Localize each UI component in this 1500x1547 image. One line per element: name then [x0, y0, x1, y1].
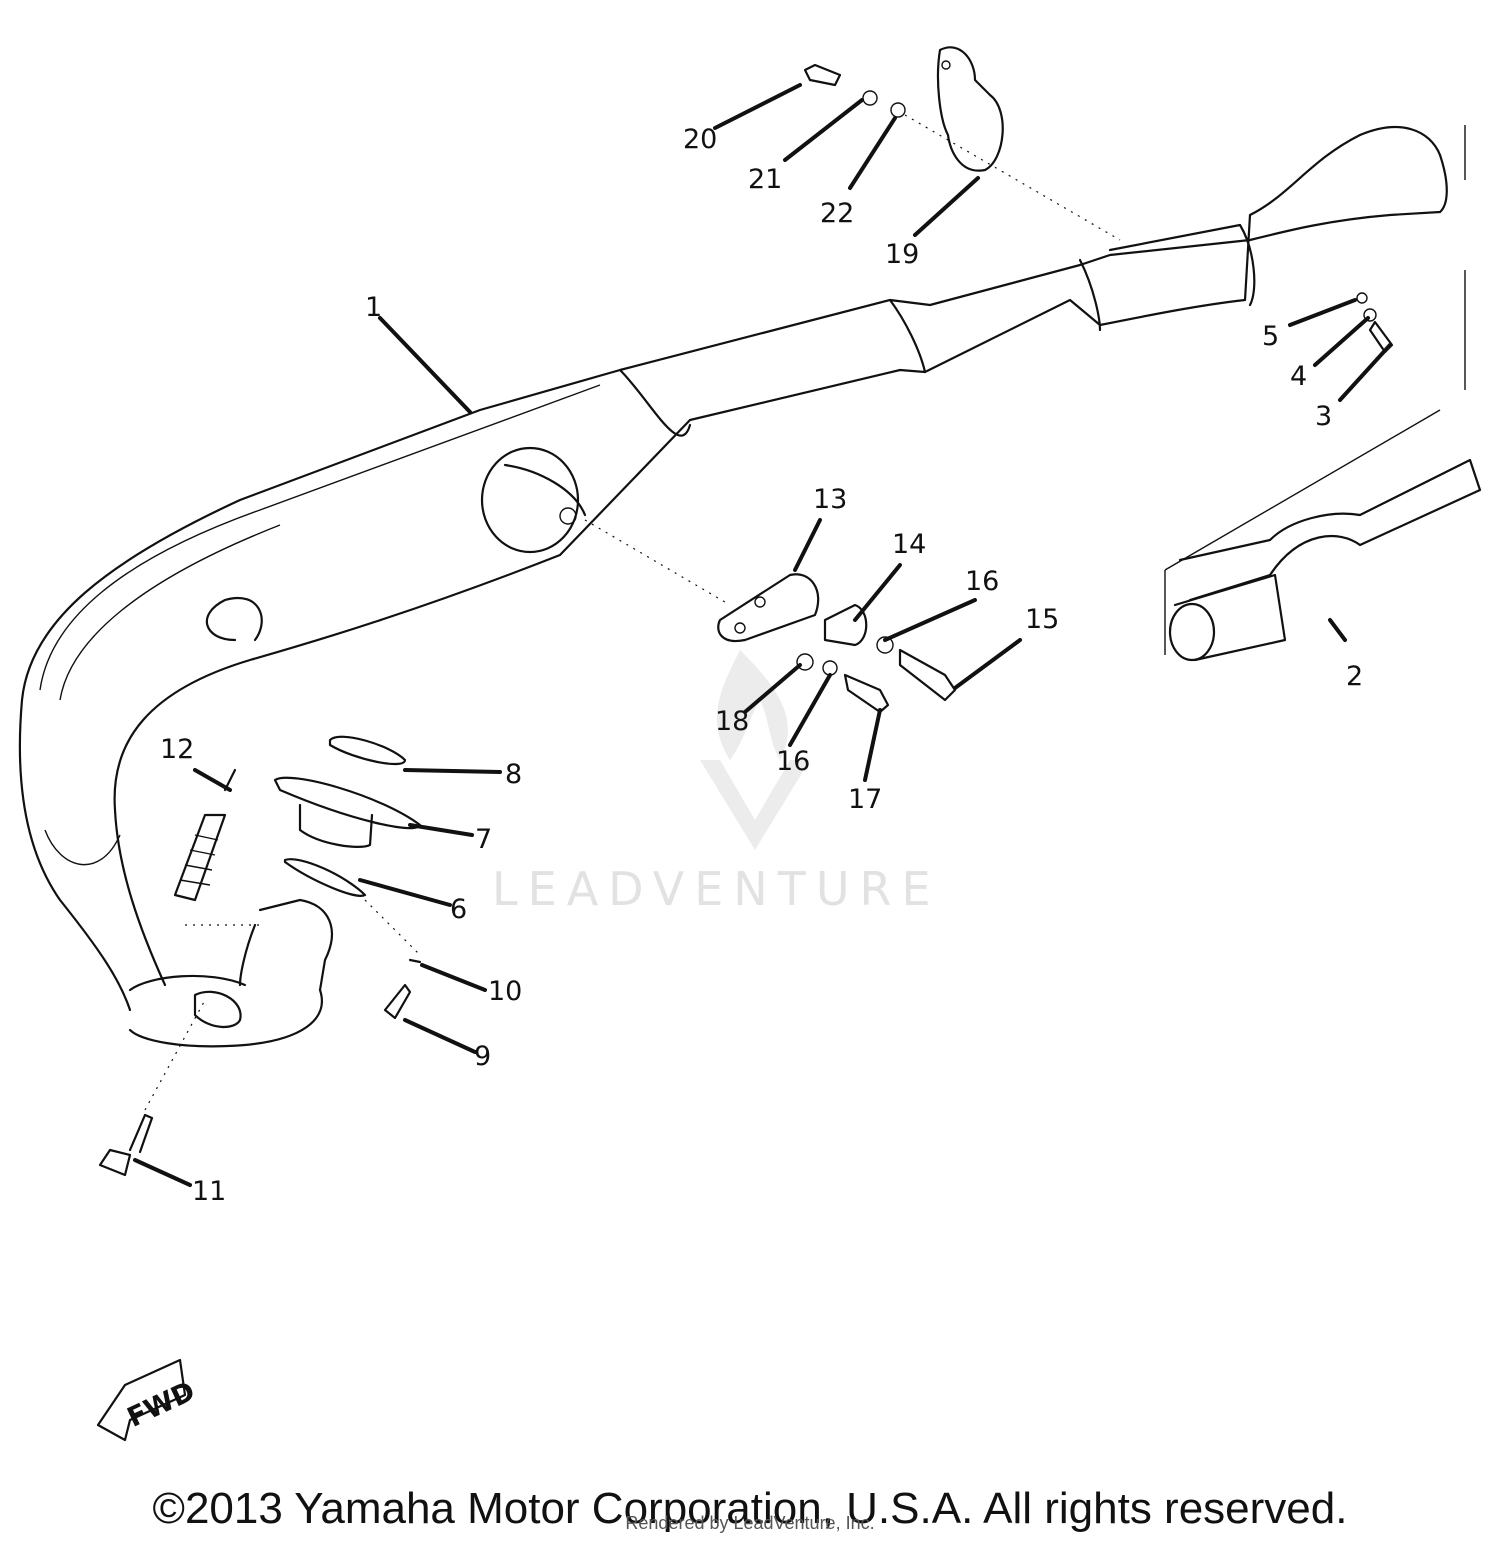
callout-2: 2: [1346, 661, 1363, 692]
callout-7: 7: [475, 824, 492, 855]
callout-1: 1: [365, 292, 382, 323]
bracket-parts-13-18: [584, 519, 957, 714]
callout-19: 19: [885, 239, 919, 270]
callout-14: 14: [892, 529, 926, 560]
leader-lines: [133, 83, 1392, 1187]
callout-10: 10: [488, 976, 522, 1007]
callout-3: 3: [1315, 401, 1332, 432]
callout-15: 15: [1025, 604, 1059, 635]
callout-12: 12: [160, 734, 194, 765]
callout-labels: 1 2 3 4 5 6 7 8 9 10 11 12 13 14 15 16 1…: [160, 124, 1363, 1207]
callout-8: 8: [505, 759, 522, 790]
watermark-text: LEADVENTURE: [492, 862, 941, 916]
callout-22: 22: [820, 198, 854, 229]
callout-5: 5: [1262, 321, 1279, 352]
callout-13: 13: [813, 484, 847, 515]
joint-assembly-parts-6-12: [98, 735, 422, 1177]
bracket-parts-19-22: [803, 46, 1121, 241]
callout-9: 9: [474, 1041, 491, 1072]
callout-16-lower: 16: [776, 746, 810, 777]
silencer-part-2: [1164, 125, 1482, 662]
fwd-label: FWD: [123, 1376, 200, 1434]
callout-4: 4: [1290, 361, 1307, 392]
callout-21: 21: [748, 164, 782, 195]
forward-direction-badge: FWD: [96, 1358, 200, 1442]
copyright-notice: ©2013 Yamaha Motor Corporation, U.S.A. A…: [152, 1484, 1348, 1533]
callout-18: 18: [715, 706, 749, 737]
callout-17: 17: [848, 784, 882, 815]
expansion-chamber-part-1: [18, 126, 1448, 1048]
callout-11: 11: [192, 1176, 226, 1207]
callout-16-upper: 16: [965, 566, 999, 597]
callout-6: 6: [450, 894, 467, 925]
leadventure-watermark: LEADVENTURE: [492, 650, 941, 916]
rendered-by-note: Rendered by LeadVenture, Inc.: [625, 1513, 875, 1533]
callout-20: 20: [683, 124, 717, 155]
